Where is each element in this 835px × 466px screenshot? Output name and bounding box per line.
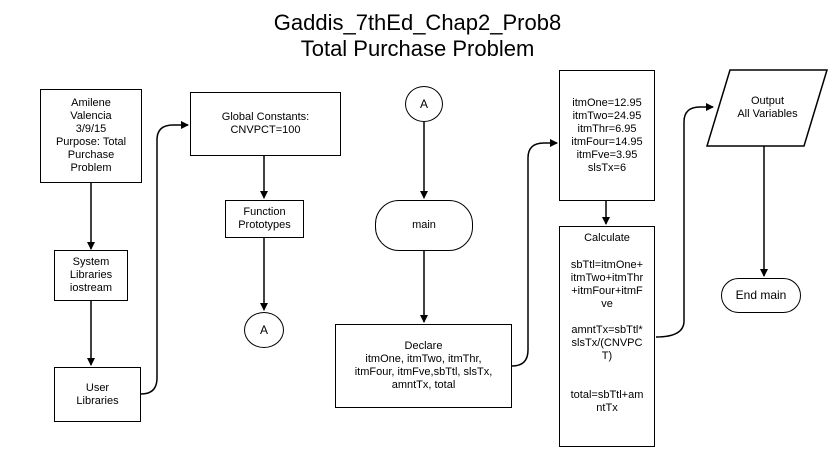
user-libraries-box: User Libraries bbox=[54, 367, 141, 422]
output-line-2: All Variables bbox=[737, 108, 798, 120]
global-constants-box: Global Constants: CNVPCT=100 bbox=[190, 92, 341, 156]
calc-line: amntTx=sbTtl* bbox=[571, 324, 643, 336]
flow-declare-to-values bbox=[511, 139, 558, 367]
header-purpose-1: Purpose: Total bbox=[55, 136, 127, 148]
declare-vars-1: itmOne, itmTwo, itmThr, bbox=[365, 353, 482, 365]
header-purpose-2: Purchase bbox=[67, 149, 115, 161]
calc-line: total=sbTtl+am bbox=[570, 389, 644, 401]
header-info-box: Amilene Valencia 3/9/15 Purpose: Total P… bbox=[40, 89, 142, 183]
calculate-box: Calculate sbTtl=itmOne+ itmTwo+itmThr +i… bbox=[559, 226, 655, 447]
value-itmfour: itmFour=14.95 bbox=[571, 135, 643, 148]
connector-a-top: A bbox=[405, 86, 443, 122]
header-date: 3/9/15 bbox=[75, 123, 107, 135]
declare-heading: Declare bbox=[404, 340, 443, 352]
diagram-title-line-1: Gaddis_7thEd_Chap2_Prob8 bbox=[273, 10, 562, 35]
output-box: Output All Variables bbox=[730, 69, 805, 147]
system-libraries-line-1: System bbox=[72, 256, 110, 268]
calc-line: itmTwo+itmThr bbox=[570, 272, 644, 284]
system-libraries-line-2: Libraries bbox=[69, 269, 113, 281]
declare-box: Declare itmOne, itmTwo, itmThr, itmFour,… bbox=[335, 324, 512, 408]
end-main-terminal: End main bbox=[721, 278, 801, 313]
user-libraries-line-1: User bbox=[85, 381, 110, 394]
header-purpose-3: Problem bbox=[70, 162, 112, 174]
global-constants-line-1: Global Constants: bbox=[221, 111, 310, 123]
flow-user-libs-to-global-constants bbox=[140, 121, 189, 395]
calc-line: ntTx bbox=[596, 402, 618, 414]
header-author-first: Amilene bbox=[71, 97, 111, 109]
connector-a-bottom-label: A bbox=[259, 322, 268, 337]
calc-line: +itmFour+itmF bbox=[571, 285, 643, 297]
assign-values-box: itmOne=12.95 itmTwo=24.95 itmThr=6.95 it… bbox=[559, 70, 655, 201]
header-author-last: Valencia bbox=[70, 110, 112, 122]
main-label: main bbox=[412, 219, 436, 231]
output-line-1: Output bbox=[750, 95, 785, 107]
calculate-heading: Calculate bbox=[584, 232, 630, 244]
user-libraries-line-2: Libraries bbox=[76, 394, 119, 407]
value-itmthr: itmThr=6.95 bbox=[577, 122, 637, 135]
calc-line: sbTtl=itmOne+ bbox=[570, 259, 644, 271]
declare-vars-2: itmFour, itmFve,sbTtl, slsTx, bbox=[354, 366, 493, 378]
system-libraries-box: System Libraries iostream bbox=[54, 250, 128, 301]
calc-line: slsTx/(CNVPC bbox=[571, 337, 643, 349]
calc-line: T) bbox=[601, 350, 613, 362]
diagram-title-line-2: Total Purchase Problem bbox=[300, 36, 535, 61]
function-prototypes-line-1: Function bbox=[243, 206, 286, 218]
connector-a-top-label: A bbox=[419, 96, 428, 111]
value-itmtwo: itmTwo=24.95 bbox=[572, 109, 642, 122]
declare-vars-3: amntTx, total bbox=[391, 379, 456, 391]
value-itmfve: itmFve=3.95 bbox=[576, 148, 638, 161]
function-prototypes-box: Function Prototypes bbox=[225, 200, 304, 238]
output-parallelogram-shape bbox=[706, 69, 828, 147]
value-slstx: slsTx=6 bbox=[587, 161, 627, 174]
flow-calculate-to-output bbox=[655, 103, 714, 338]
function-prototypes-line-2: Prototypes bbox=[238, 219, 291, 231]
end-main-label: End main bbox=[735, 288, 787, 302]
connector-a-bottom: A bbox=[244, 312, 284, 348]
calc-line: ve bbox=[601, 298, 613, 310]
main-terminal: main bbox=[375, 200, 473, 251]
value-itmone: itmOne=12.95 bbox=[572, 96, 642, 109]
system-libraries-line-3: iostream bbox=[69, 282, 113, 294]
global-constants-line-2: CNVPCT=100 bbox=[230, 124, 301, 136]
